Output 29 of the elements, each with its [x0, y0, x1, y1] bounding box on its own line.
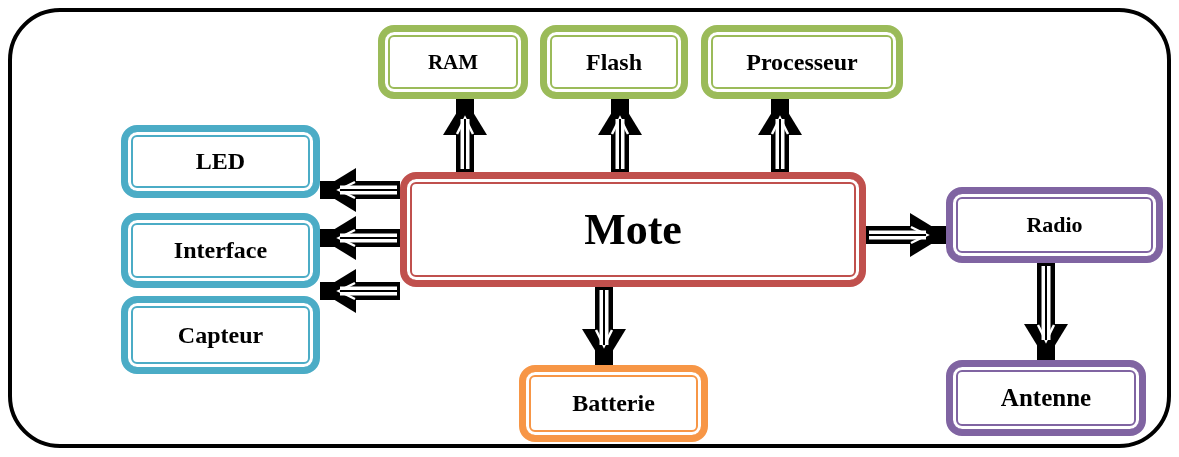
component-box	[540, 25, 688, 99]
component-box	[946, 187, 1163, 263]
block-arrow	[318, 166, 400, 214]
block-arrow	[596, 97, 644, 172]
component-label: Batterie	[572, 390, 655, 417]
component-label: Flash	[586, 48, 642, 76]
component-box	[946, 360, 1146, 436]
component-box	[519, 365, 708, 442]
component-box	[121, 213, 320, 288]
block-arrow	[318, 214, 400, 262]
component-label: Processeur	[746, 48, 858, 76]
component-box	[701, 25, 903, 99]
component-label: Radio	[1026, 212, 1083, 238]
component-box	[121, 125, 320, 198]
block-arrow	[1022, 263, 1070, 362]
block-arrow	[441, 97, 489, 172]
component-label: Antenne	[1000, 384, 1092, 412]
block-arrow	[756, 97, 804, 172]
block-arrow	[318, 267, 400, 315]
block-arrow	[866, 211, 948, 259]
block-arrow	[580, 287, 628, 367]
component-box	[378, 25, 528, 99]
component-box	[121, 296, 320, 374]
component-label: Interface	[173, 237, 268, 264]
component-label: LED	[195, 148, 246, 175]
component-label: Mote	[584, 204, 682, 255]
component-box	[400, 172, 866, 287]
component-label: Capteur	[177, 321, 264, 349]
component-label: RAM	[427, 49, 479, 75]
